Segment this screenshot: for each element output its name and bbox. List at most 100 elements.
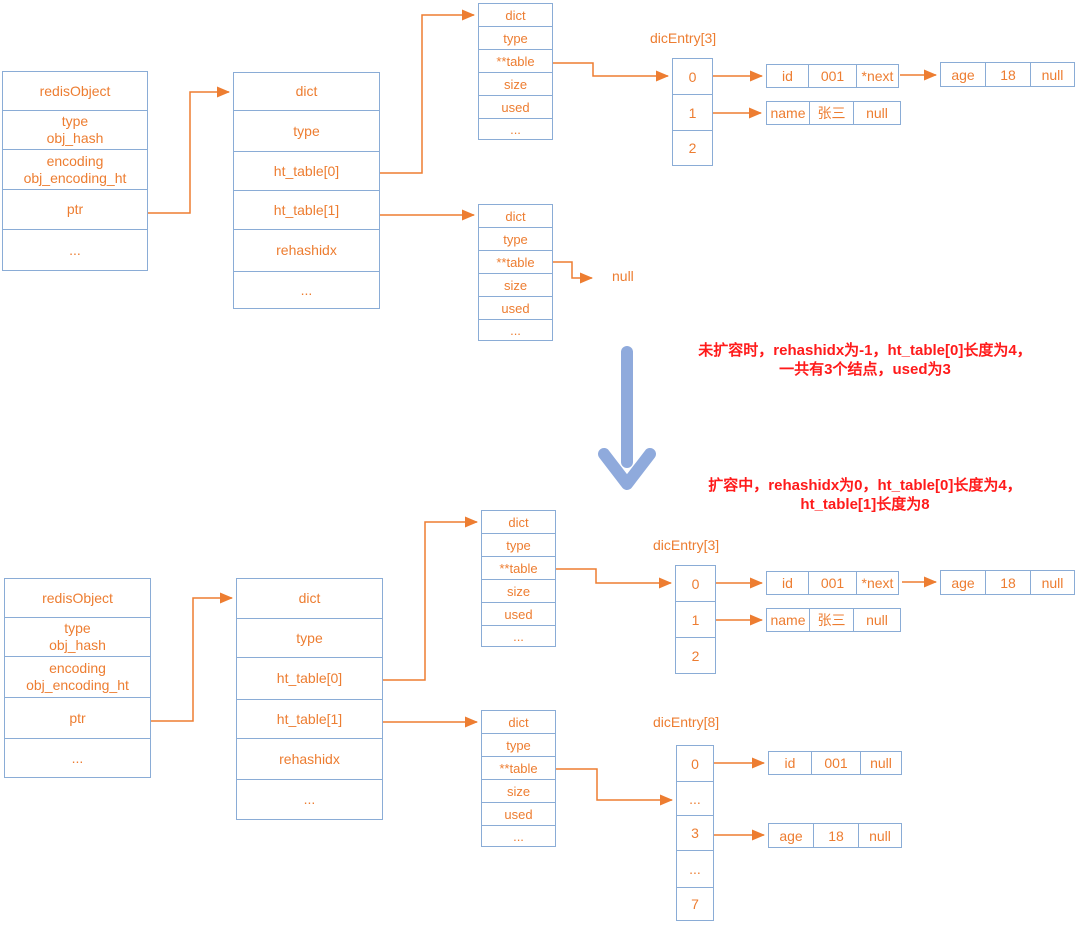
bottom-entry-age-cell-1: 18 bbox=[985, 570, 1031, 595]
top-hashtable1-row-2: **table bbox=[478, 250, 553, 274]
bottom-hashtable0-row-4: used bbox=[481, 602, 556, 626]
arrow-bottom-table-to-dicentry8 bbox=[556, 768, 673, 806]
bottom-hashtable1-row-0: dict bbox=[481, 710, 556, 734]
top-redisobject-row-1: type obj_hash bbox=[2, 110, 148, 150]
top-entry-name-cell-2: null bbox=[853, 101, 901, 125]
top-entry-age-cell-0: age bbox=[940, 62, 986, 87]
bottom-hashtable1-row-2: **table bbox=[481, 756, 556, 780]
top-redisobject-row-3: ptr bbox=[2, 189, 148, 230]
bottom-entry-id-cell-1: 001 bbox=[808, 571, 857, 595]
bottom-dicentry8-cell-4: 7 bbox=[676, 887, 714, 921]
bottom-hashtable0-row-1: type bbox=[481, 533, 556, 557]
top-hashtable1-row-3: size bbox=[478, 273, 553, 297]
bottom-dict-row-4: rehashidx bbox=[236, 738, 383, 780]
annotation-during-rehash-line-1: ht_table[1]长度为8 bbox=[800, 496, 930, 513]
top-hashtable1-row-5: ... bbox=[478, 319, 553, 341]
annotation-during-rehash-line-0: 扩容中，rehashidx为0，ht_table[0]长度为4， bbox=[708, 477, 1022, 494]
bottom-dicentry3-cell-0: 0 bbox=[675, 565, 716, 602]
bottom-hashtable1-row-3: size bbox=[481, 779, 556, 803]
bottom-entry-name-cell-2: null bbox=[853, 608, 901, 632]
bottom-dicentry8-cell-3: ... bbox=[676, 850, 714, 888]
bottom-dict-row-0: dict bbox=[236, 578, 383, 619]
bottom-redisobject-row-2: encoding obj_encoding_ht bbox=[4, 656, 151, 698]
top-dicentry3-cell-1: 1 bbox=[672, 94, 713, 131]
bottom-dicentry3-cell-1: 1 bbox=[675, 601, 716, 638]
top-entry-id-cell-1: 001 bbox=[808, 64, 857, 88]
top-redisobject-row-2: encoding obj_encoding_ht bbox=[2, 149, 148, 190]
top-dict-row-5: ... bbox=[233, 271, 380, 309]
bottom-entry-name-cell-1: 张三 bbox=[809, 608, 854, 632]
annotation-before-rehash-line-0: 未扩容时，rehashidx为-1，ht_table[0]长度为4， bbox=[698, 342, 1032, 359]
bottom-hashtable1-row-1: type bbox=[481, 733, 556, 757]
bottom-redisobject-row-3: ptr bbox=[4, 697, 151, 739]
arrow-top-table-to-null bbox=[553, 261, 593, 284]
big-down-arrow-head bbox=[598, 448, 656, 490]
top-dicentry3-cell-2: 2 bbox=[672, 130, 713, 166]
top-dict-row-0: dict bbox=[233, 72, 380, 111]
top-null-label: null bbox=[612, 268, 634, 284]
top-hashtable1-row-1: type bbox=[478, 227, 553, 251]
annotation-before-rehash: 未扩容时，rehashidx为-1，ht_table[0]长度为4， 一共有3个结… bbox=[655, 341, 1075, 379]
bottom-dicentry8: 0...3...7 bbox=[676, 745, 714, 921]
arrow-bottom-httable0-to-hashtable0 bbox=[383, 516, 478, 681]
top-dict-row-3: ht_table[1] bbox=[233, 190, 380, 230]
annotation-during-rehash: 扩容中，rehashidx为0，ht_table[0]长度为4， ht_table… bbox=[655, 476, 1075, 514]
bottom-dicentry3-cell-2: 2 bbox=[675, 637, 716, 674]
bottom-dicentry8-cell-2: 3 bbox=[676, 815, 714, 851]
bottom-entry-age-cell-0: age bbox=[940, 570, 986, 595]
bottom-dicentry3-label: dicEntry[3] bbox=[653, 537, 720, 553]
bottom-hashtable0-row-2: **table bbox=[481, 556, 556, 580]
bottom8-entry-age-cell-0: age bbox=[768, 823, 814, 848]
top-dict-row-4: rehashidx bbox=[233, 229, 380, 272]
top-dicentry3-label: dicEntry[3] bbox=[650, 30, 717, 46]
bottom-redisobject-row-1: type obj_hash bbox=[4, 617, 151, 657]
top-entry-id-cell-2: *next bbox=[856, 64, 899, 88]
top-hashtable0-row-5: ... bbox=[478, 118, 553, 140]
bottom-dicentry8-label: dicEntry[8] bbox=[653, 714, 720, 730]
bottom-hashtable0-row-3: size bbox=[481, 579, 556, 603]
bottom8-entry-id-cell-0: id bbox=[768, 751, 812, 775]
bottom-entry-name-cell-0: name bbox=[766, 608, 810, 632]
bottom8-entry-age-cell-2: null bbox=[858, 823, 902, 848]
bottom-dicentry8-cell-0: 0 bbox=[676, 745, 714, 782]
bottom-redisobject-row-4: ... bbox=[4, 738, 151, 778]
bottom8-entry-age-cell-1: 18 bbox=[813, 823, 859, 848]
bottom-entry-id-cell-2: *next bbox=[856, 571, 899, 595]
arrow-top-ptr-to-dict bbox=[148, 86, 230, 214]
top-entry-age-cell-2: null bbox=[1030, 62, 1075, 87]
top-hashtable1-row-4: used bbox=[478, 296, 553, 320]
top-entry-age-cell-1: 18 bbox=[985, 62, 1031, 87]
bottom-hashtable1-row-5: ... bbox=[481, 825, 556, 847]
bottom-entry-id-cell-0: id bbox=[766, 571, 809, 595]
bottom8-entry-id-cell-2: null bbox=[860, 751, 902, 775]
arrow-bottom-ptr-to-dict bbox=[151, 592, 233, 722]
top-entry-id-cell-0: id bbox=[766, 64, 809, 88]
top-dicentry3-cell-0: 0 bbox=[672, 58, 713, 95]
bottom-dict-row-2: ht_table[0] bbox=[236, 657, 383, 700]
bottom-hashtable0-row-0: dict bbox=[481, 510, 556, 534]
bottom-dicentry8-cell-1: ... bbox=[676, 781, 714, 816]
annotation-before-rehash-line-1: 一共有3个结点，used为3 bbox=[779, 361, 951, 378]
top-hashtable0-row-3: size bbox=[478, 72, 553, 96]
bottom-redisobject-row-0: redisObject bbox=[4, 578, 151, 618]
top-hashtable0-row-1: type bbox=[478, 26, 553, 50]
top-redisobject-row-4: ... bbox=[2, 229, 148, 271]
top-dict-row-2: ht_table[0] bbox=[233, 151, 380, 191]
bottom-entry-age-cell-2: null bbox=[1030, 570, 1075, 595]
bottom-dict-row-5: ... bbox=[236, 779, 383, 820]
top-entry-name-cell-1: 张三 bbox=[809, 101, 854, 125]
